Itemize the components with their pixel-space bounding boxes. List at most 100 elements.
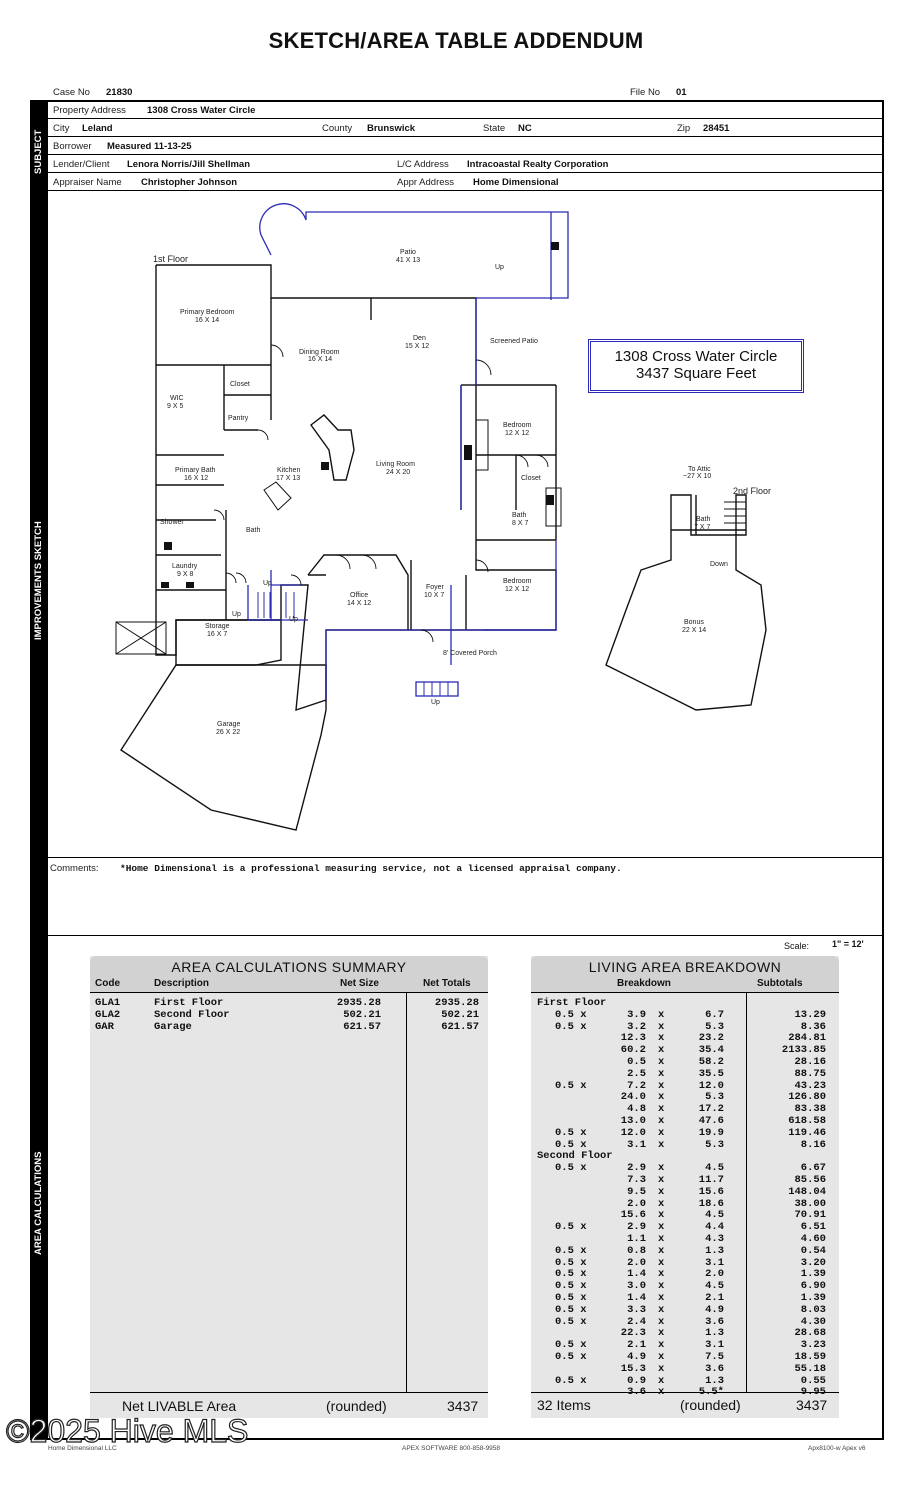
county-value: Brunswick [367,123,416,134]
breakdown-half: 0.5 x [555,1280,587,1293]
summary-code: GAR [95,1021,114,1033]
breakdown-sub: 6.90 [800,1280,826,1293]
breakdown-sub: 284.81 [788,1032,826,1045]
room-garage: Garage [217,721,241,728]
breakdown-x: x [658,1244,665,1257]
breakdown-sub: 8.03 [800,1303,826,1316]
breakdown-sub: 55.18 [794,1362,826,1375]
lender-value: Lenora Norris/Jill Shellman [127,159,251,170]
breakdown-x: x [658,1174,665,1186]
comments-label: Comments: [50,863,99,874]
breakdown-x: x [658,1008,665,1021]
breakdown-b: 3.6 [705,1362,724,1375]
room-den-dim: 15 X 12 [405,343,430,350]
watermark: ©2025 Hive MLS [5,1412,249,1449]
breakdown-sub: 119.46 [788,1126,826,1139]
scale-value: 1" = 12' [832,939,864,949]
breakdown-a: 0.9 [627,1374,646,1387]
room-covered-porch: 8' Covered Porch [443,650,497,657]
footer-left: Home Dimensional LLC [48,1445,117,1452]
page-title: SKETCH/AREA TABLE ADDENDUM [268,28,644,53]
breakdown-x: x [658,1256,665,1269]
breakdown-x: x [658,1268,665,1281]
breakdown-a: 2.1 [627,1339,646,1352]
breakdown-x: x [658,1044,665,1057]
breakdown-sub: 1.39 [800,1292,826,1304]
room-kitchen: Kitchen [277,467,301,474]
comments-text: *Home Dimensional is a professional meas… [120,863,622,874]
summary-col-desc: Description [154,978,210,989]
summary-desc: First Floor [154,997,224,1009]
room-bedroom-2-dim: 12 X 12 [505,586,530,593]
breakdown-sub: 148.04 [788,1185,826,1198]
breakdown-sub: 83.38 [794,1103,826,1116]
breakdown-a: 0.8 [627,1244,646,1257]
summary-total: 2935.28 [434,997,479,1009]
breakdown-half: 0.5 x [555,1351,587,1363]
room-bedroom-2: Bedroom [503,578,532,585]
breakdown-half: 0.5 x [555,1079,587,1092]
breakdown-b: 4.4 [705,1221,724,1234]
breakdown-b: 4.5 [705,1162,724,1175]
summary-total: 502.21 [441,1009,479,1021]
breakdown-b: 2.0 [705,1268,724,1281]
breakdown-half: 0.5 x [555,1339,587,1352]
breakdown-a: 3.3 [627,1303,646,1316]
breakdown-sub: 28.16 [794,1056,826,1068]
breakdown-b: 6.7 [705,1008,724,1021]
breakdown-b: 2.1 [705,1292,724,1304]
lender-label: Lender/Client [53,159,110,170]
breakdown-half: 0.5 x [555,1292,587,1304]
breakdown-b: 7.5 [705,1351,724,1363]
city-value: Leland [82,123,113,134]
breakdown-a: 13.0 [620,1115,646,1127]
breakdown-sub: 18.59 [794,1351,826,1363]
state-value: NC [518,123,532,134]
breakdown-sub: 28.68 [794,1327,826,1340]
address-box: 1308 Cross Water Circle 3437 Square Feet [588,339,804,393]
breakdown-b: 5.3 [705,1020,724,1033]
breakdown-x: x [658,1091,665,1104]
breakdown-half: 0.5 x [555,1268,587,1281]
breakdown-sub: 618.58 [788,1115,826,1127]
state-label: State [483,123,506,134]
breakdown-a: 0.5 [627,1056,646,1068]
room-bath-dim: 8 X 7 [512,520,529,527]
room-bath-2: Bath [696,516,711,523]
stairs-down: Down [710,561,728,568]
breakdown-x: x [658,1374,665,1387]
room-office-dim: 14 X 12 [347,600,372,607]
sidebar-improvements: IMPROVEMENTS SKETCH [33,521,44,640]
room-bath-2-dim: 7 X 7 [694,524,711,531]
stairs-up-5: Up [431,699,440,706]
breakdown-x: x [658,1115,665,1127]
room-bath: Bath [512,512,527,519]
breakdown-footer-value: 3437 [796,1397,828,1413]
breakdown-a: 1.1 [627,1233,646,1245]
first-floor-label: 1st Floor [153,254,189,264]
breakdown-half: 0.5 x [555,1303,587,1316]
breakdown-b: 4.5 [705,1280,724,1293]
breakdown-b: 47.6 [698,1115,724,1127]
sidebar-area: AREA CALCULATIONS [33,1151,44,1255]
breakdown-x: x [658,1315,665,1328]
lc-address-value: Intracoastal Realty Corporation [467,159,609,170]
breakdown-a: 7.2 [627,1079,646,1092]
summary-size: 502.21 [343,1009,381,1021]
breakdown-sub: 2133.85 [781,1044,826,1057]
breakdown-first-floor: First Floor [537,997,607,1009]
summary-desc: Garage [154,1021,192,1033]
case-value: 21830 [106,87,133,98]
room-dining-dim: 16 X 14 [308,356,333,363]
breakdown-sub: 70.91 [794,1209,826,1222]
summary-size: 2935.28 [336,997,381,1009]
appraiser-label: Appraiser Name [53,177,122,188]
breakdown-half: 0.5 x [555,1244,587,1257]
breakdown-a: 3.0 [627,1280,646,1293]
room-storage-dim: 16 X 7 [207,631,228,638]
room-foyer: Foyer [426,584,444,591]
sidebar-subject: SUBJECT [33,129,44,174]
zip-label: Zip [677,123,691,134]
footer-center: APEX SOFTWARE 800-858-9958 [402,1445,501,1452]
breakdown-sub: 9.95 [800,1386,826,1399]
